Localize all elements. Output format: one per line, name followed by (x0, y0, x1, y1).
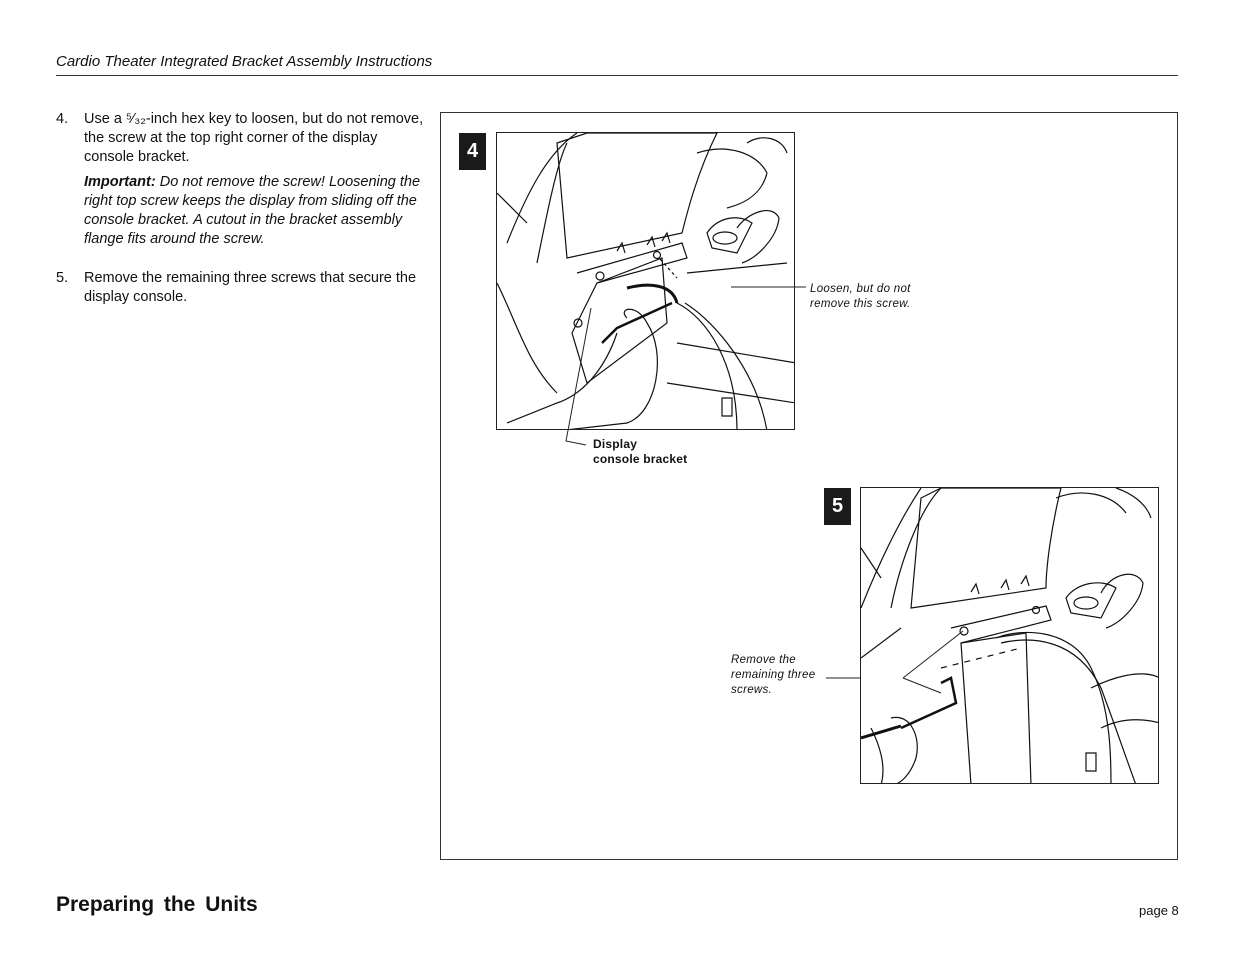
step-text: Remove the remaining three screws that s… (84, 270, 417, 305)
figure-frame: 4 (440, 112, 1178, 860)
document-header: Cardio Theater Integrated Bracket Assemb… (56, 53, 433, 70)
important-note: Important: Do not remove the screw! Loos… (84, 173, 426, 249)
step-number: 5. (56, 270, 69, 286)
callout-remove-screws: Remove the remaining three screws. (731, 654, 816, 696)
callout-display-console-bracket: Display console bracket (593, 437, 688, 466)
step-text: Use a ⁵⁄₃₂-inch hex key to loosen, but d… (84, 111, 424, 165)
step-4: 4. Use a ⁵⁄₃₂-inch hex key to loosen, bu… (56, 110, 426, 255)
callout-loosen-screw: Loosen, but do not remove this screw. (810, 283, 911, 310)
header-rule (56, 75, 1178, 76)
figure-4-badge: 4 (459, 133, 486, 170)
important-label: Important: (84, 174, 156, 190)
important-text: Do not remove the screw! Loosening the r… (84, 174, 421, 247)
figure-5-badge: 5 (824, 488, 851, 525)
figure-5-illustration (860, 487, 1159, 784)
step-5: 5. Remove the remaining three screws tha… (56, 269, 426, 313)
section-title: Preparing the Units (56, 893, 258, 916)
step-number: 4. (56, 111, 69, 127)
page-number: page 8 (1139, 903, 1179, 918)
figure-4-illustration (496, 132, 795, 430)
step-body: Remove the remaining three screws that s… (84, 269, 426, 313)
instruction-steps: 4. Use a ⁵⁄₃₂-inch hex key to loosen, bu… (56, 110, 426, 327)
step-body: Use a ⁵⁄₃₂-inch hex key to loosen, but d… (84, 110, 426, 255)
